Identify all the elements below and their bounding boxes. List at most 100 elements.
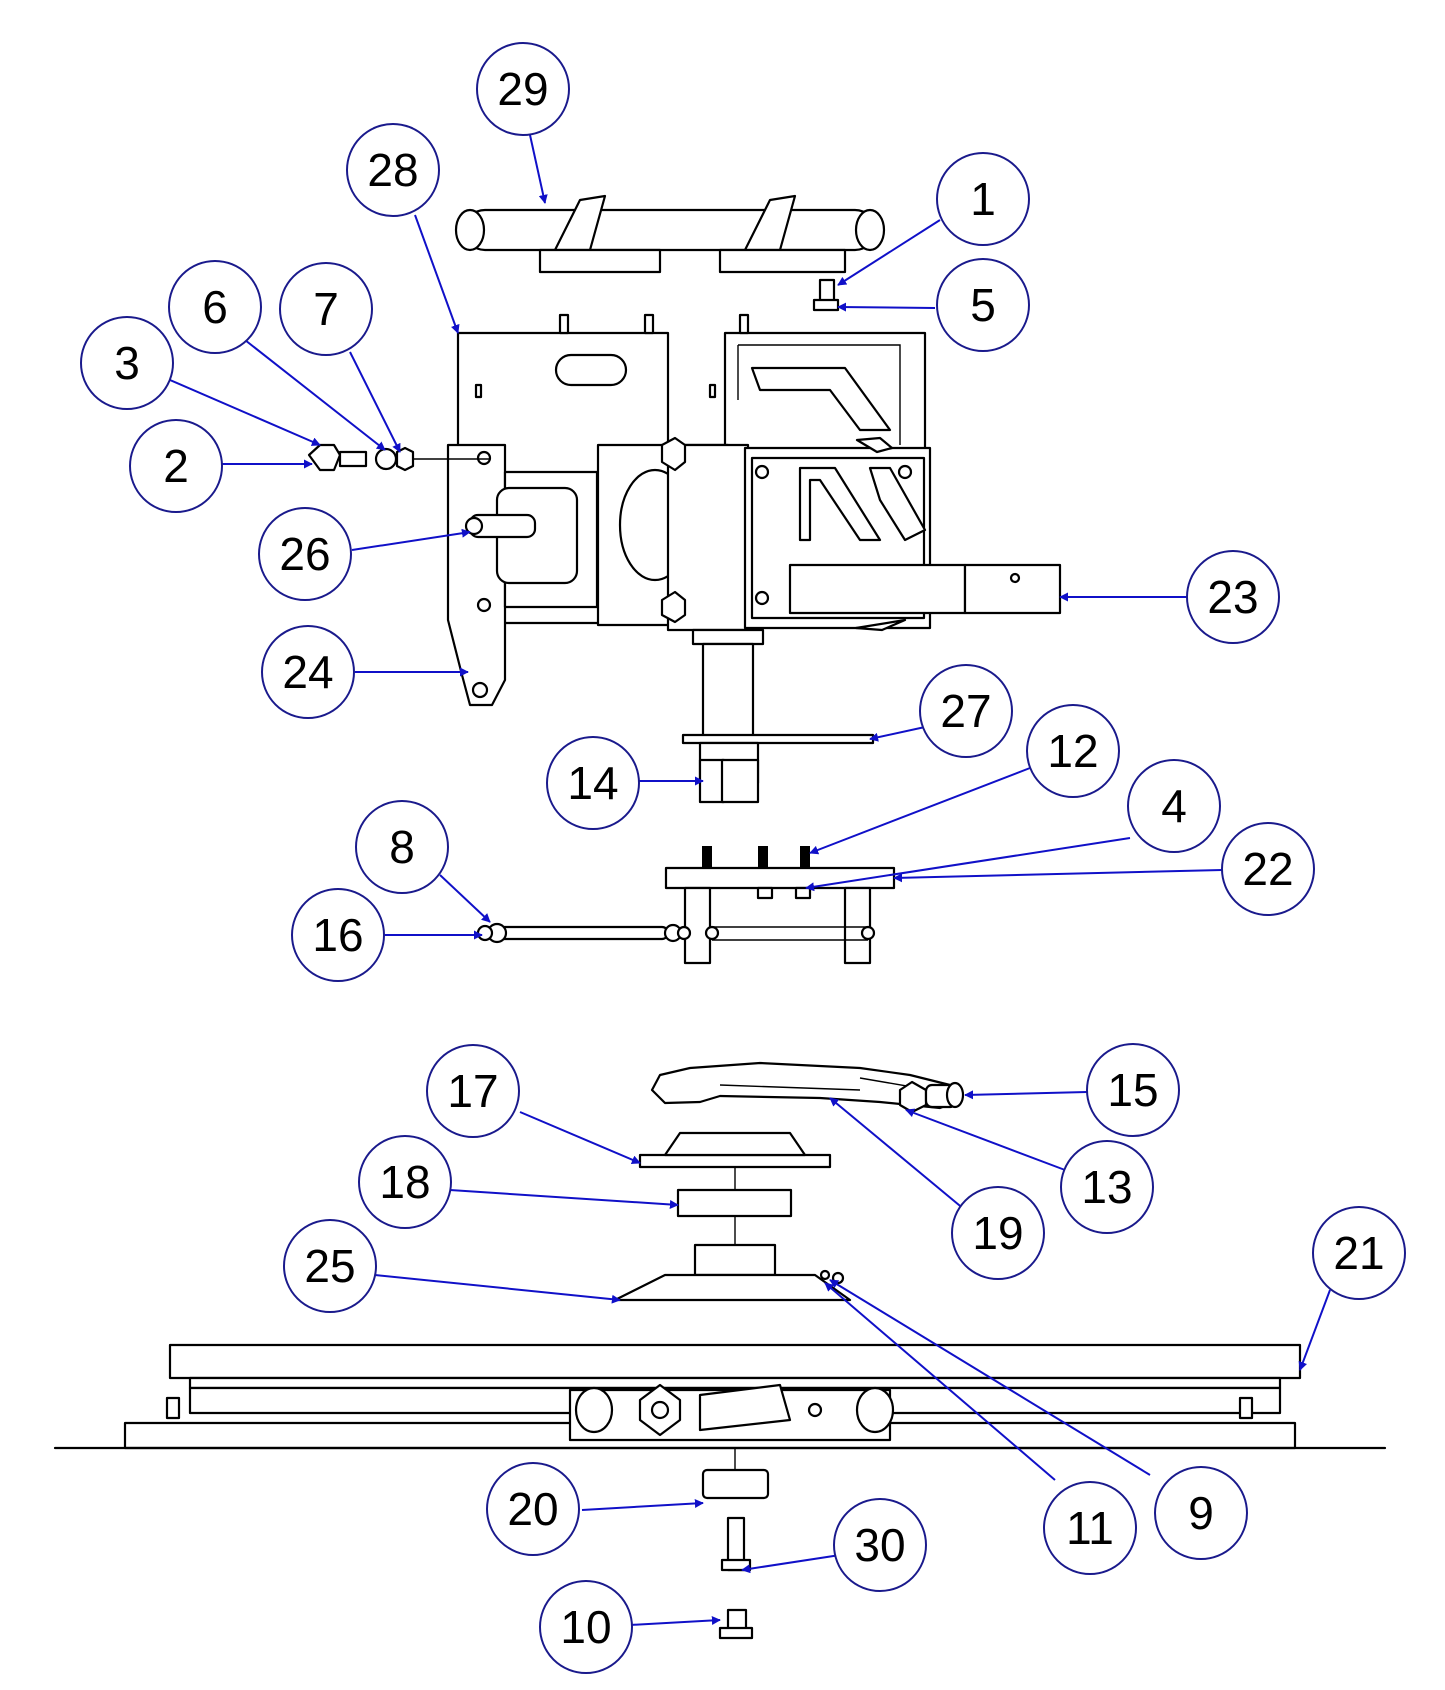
leader-26 — [351, 528, 471, 551]
callout-13[interactable]: 13 — [1060, 1140, 1154, 1234]
callout-24[interactable]: 24 — [261, 625, 355, 719]
svg-text:27: 27 — [940, 685, 991, 737]
leader-lines — [169, 134, 1331, 1626]
leader-18 — [449, 1189, 679, 1209]
vertical-shaft — [681, 628, 875, 804]
svg-text:23: 23 — [1207, 571, 1258, 623]
svg-text:7: 7 — [313, 283, 339, 335]
leader-15 — [964, 1090, 1088, 1100]
callout-21[interactable]: 21 — [1312, 1206, 1406, 1300]
callout-15[interactable]: 15 — [1086, 1043, 1180, 1137]
leader-4 — [805, 837, 1131, 892]
svg-text:22: 22 — [1242, 843, 1293, 895]
middle-disc — [676, 1167, 793, 1245]
svg-text:29: 29 — [497, 63, 548, 115]
svg-text:2: 2 — [163, 440, 189, 492]
leader-20 — [581, 1498, 704, 1511]
leader-3 — [169, 379, 321, 446]
svg-text:1: 1 — [970, 173, 996, 225]
bottom-fasteners — [701, 1448, 770, 1640]
part-drawings — [53, 194, 1387, 1640]
leader-8 — [439, 874, 491, 923]
svg-text:13: 13 — [1081, 1161, 1132, 1213]
svg-text:5: 5 — [970, 279, 996, 331]
svg-text:15: 15 — [1107, 1064, 1158, 1116]
callout-28[interactable]: 28 — [346, 123, 440, 217]
callout-1[interactable]: 1 — [936, 152, 1030, 246]
svg-text:20: 20 — [507, 1483, 558, 1535]
leader-10 — [629, 1615, 721, 1626]
svg-text:28: 28 — [367, 144, 418, 196]
callout-5[interactable]: 5 — [936, 258, 1030, 352]
top-disc — [638, 1131, 832, 1169]
svg-text:3: 3 — [114, 337, 140, 389]
base-cone — [613, 1243, 852, 1302]
callout-27[interactable]: 27 — [919, 664, 1013, 758]
svg-text:11: 11 — [1066, 1502, 1114, 1554]
callout-3[interactable]: 3 — [80, 316, 174, 410]
svg-text:16: 16 — [312, 909, 363, 961]
leader-9 — [829, 1279, 1151, 1476]
leader-27 — [869, 726, 926, 742]
callout-11[interactable]: 11 — [1043, 1481, 1137, 1575]
svg-text:14: 14 — [567, 757, 618, 809]
callout-2[interactable]: 2 — [129, 419, 223, 513]
svg-text:4: 4 — [1161, 780, 1187, 832]
callout-17[interactable]: 17 — [426, 1044, 520, 1138]
leader-21 — [1298, 1289, 1331, 1371]
leader-12 — [809, 767, 1031, 855]
svg-text:9: 9 — [1188, 1487, 1214, 1539]
leader-13 — [905, 1108, 1066, 1171]
handle-bar — [454, 194, 886, 274]
leader-29 — [529, 134, 548, 204]
svg-text:21: 21 — [1333, 1227, 1384, 1279]
svg-text:6: 6 — [202, 281, 228, 333]
leader-22 — [893, 869, 1223, 883]
svg-text:19: 19 — [972, 1207, 1023, 1259]
leader-7 — [349, 351, 401, 453]
base-frame — [53, 1343, 1387, 1450]
callout-16[interactable]: 16 — [291, 888, 385, 982]
callout-19[interactable]: 19 — [951, 1186, 1045, 1280]
svg-text:12: 12 — [1047, 725, 1098, 777]
callout-6[interactable]: 6 — [168, 260, 262, 354]
leader-1 — [837, 219, 941, 286]
callout-4[interactable]: 4 — [1127, 759, 1221, 853]
callout-22[interactable]: 22 — [1221, 822, 1315, 916]
callout-25[interactable]: 25 — [283, 1219, 377, 1313]
svg-text:26: 26 — [279, 528, 330, 580]
gearbox-arm — [660, 436, 1062, 632]
svg-text:30: 30 — [854, 1519, 905, 1571]
leader-11 — [824, 1282, 1056, 1481]
leader-17 — [519, 1111, 641, 1164]
tie-rod — [476, 922, 692, 944]
pivot-arm — [650, 1061, 965, 1114]
leader-30 — [741, 1554, 841, 1574]
callout-14[interactable]: 14 — [546, 736, 640, 830]
leader-25 — [374, 1274, 621, 1304]
callouts: 1 2 3 4 5 6 7 8 9 10 11 12 13 14 15 16 1… — [80, 42, 1406, 1674]
leader-6 — [244, 339, 386, 451]
callout-10[interactable]: 10 — [539, 1580, 633, 1674]
leader-19 — [829, 1097, 966, 1211]
svg-text:25: 25 — [304, 1240, 355, 1292]
side-bracket — [446, 443, 599, 707]
svg-text:10: 10 — [560, 1601, 611, 1653]
callout-7[interactable]: 7 — [279, 262, 373, 356]
top-screw — [812, 278, 840, 312]
callout-30[interactable]: 30 — [833, 1498, 927, 1592]
callout-29[interactable]: 29 — [476, 42, 570, 136]
callout-12[interactable]: 12 — [1026, 704, 1120, 798]
callout-8[interactable]: 8 — [355, 800, 449, 894]
callout-18[interactable]: 18 — [358, 1135, 452, 1229]
callout-23[interactable]: 23 — [1186, 550, 1280, 644]
svg-text:24: 24 — [282, 646, 333, 698]
callout-20[interactable]: 20 — [486, 1462, 580, 1556]
svg-text:17: 17 — [447, 1065, 498, 1117]
svg-text:18: 18 — [379, 1156, 430, 1208]
leader-5 — [837, 302, 936, 312]
callout-9[interactable]: 9 — [1154, 1466, 1248, 1560]
svg-text:8: 8 — [389, 821, 415, 873]
callout-26[interactable]: 26 — [258, 507, 352, 601]
